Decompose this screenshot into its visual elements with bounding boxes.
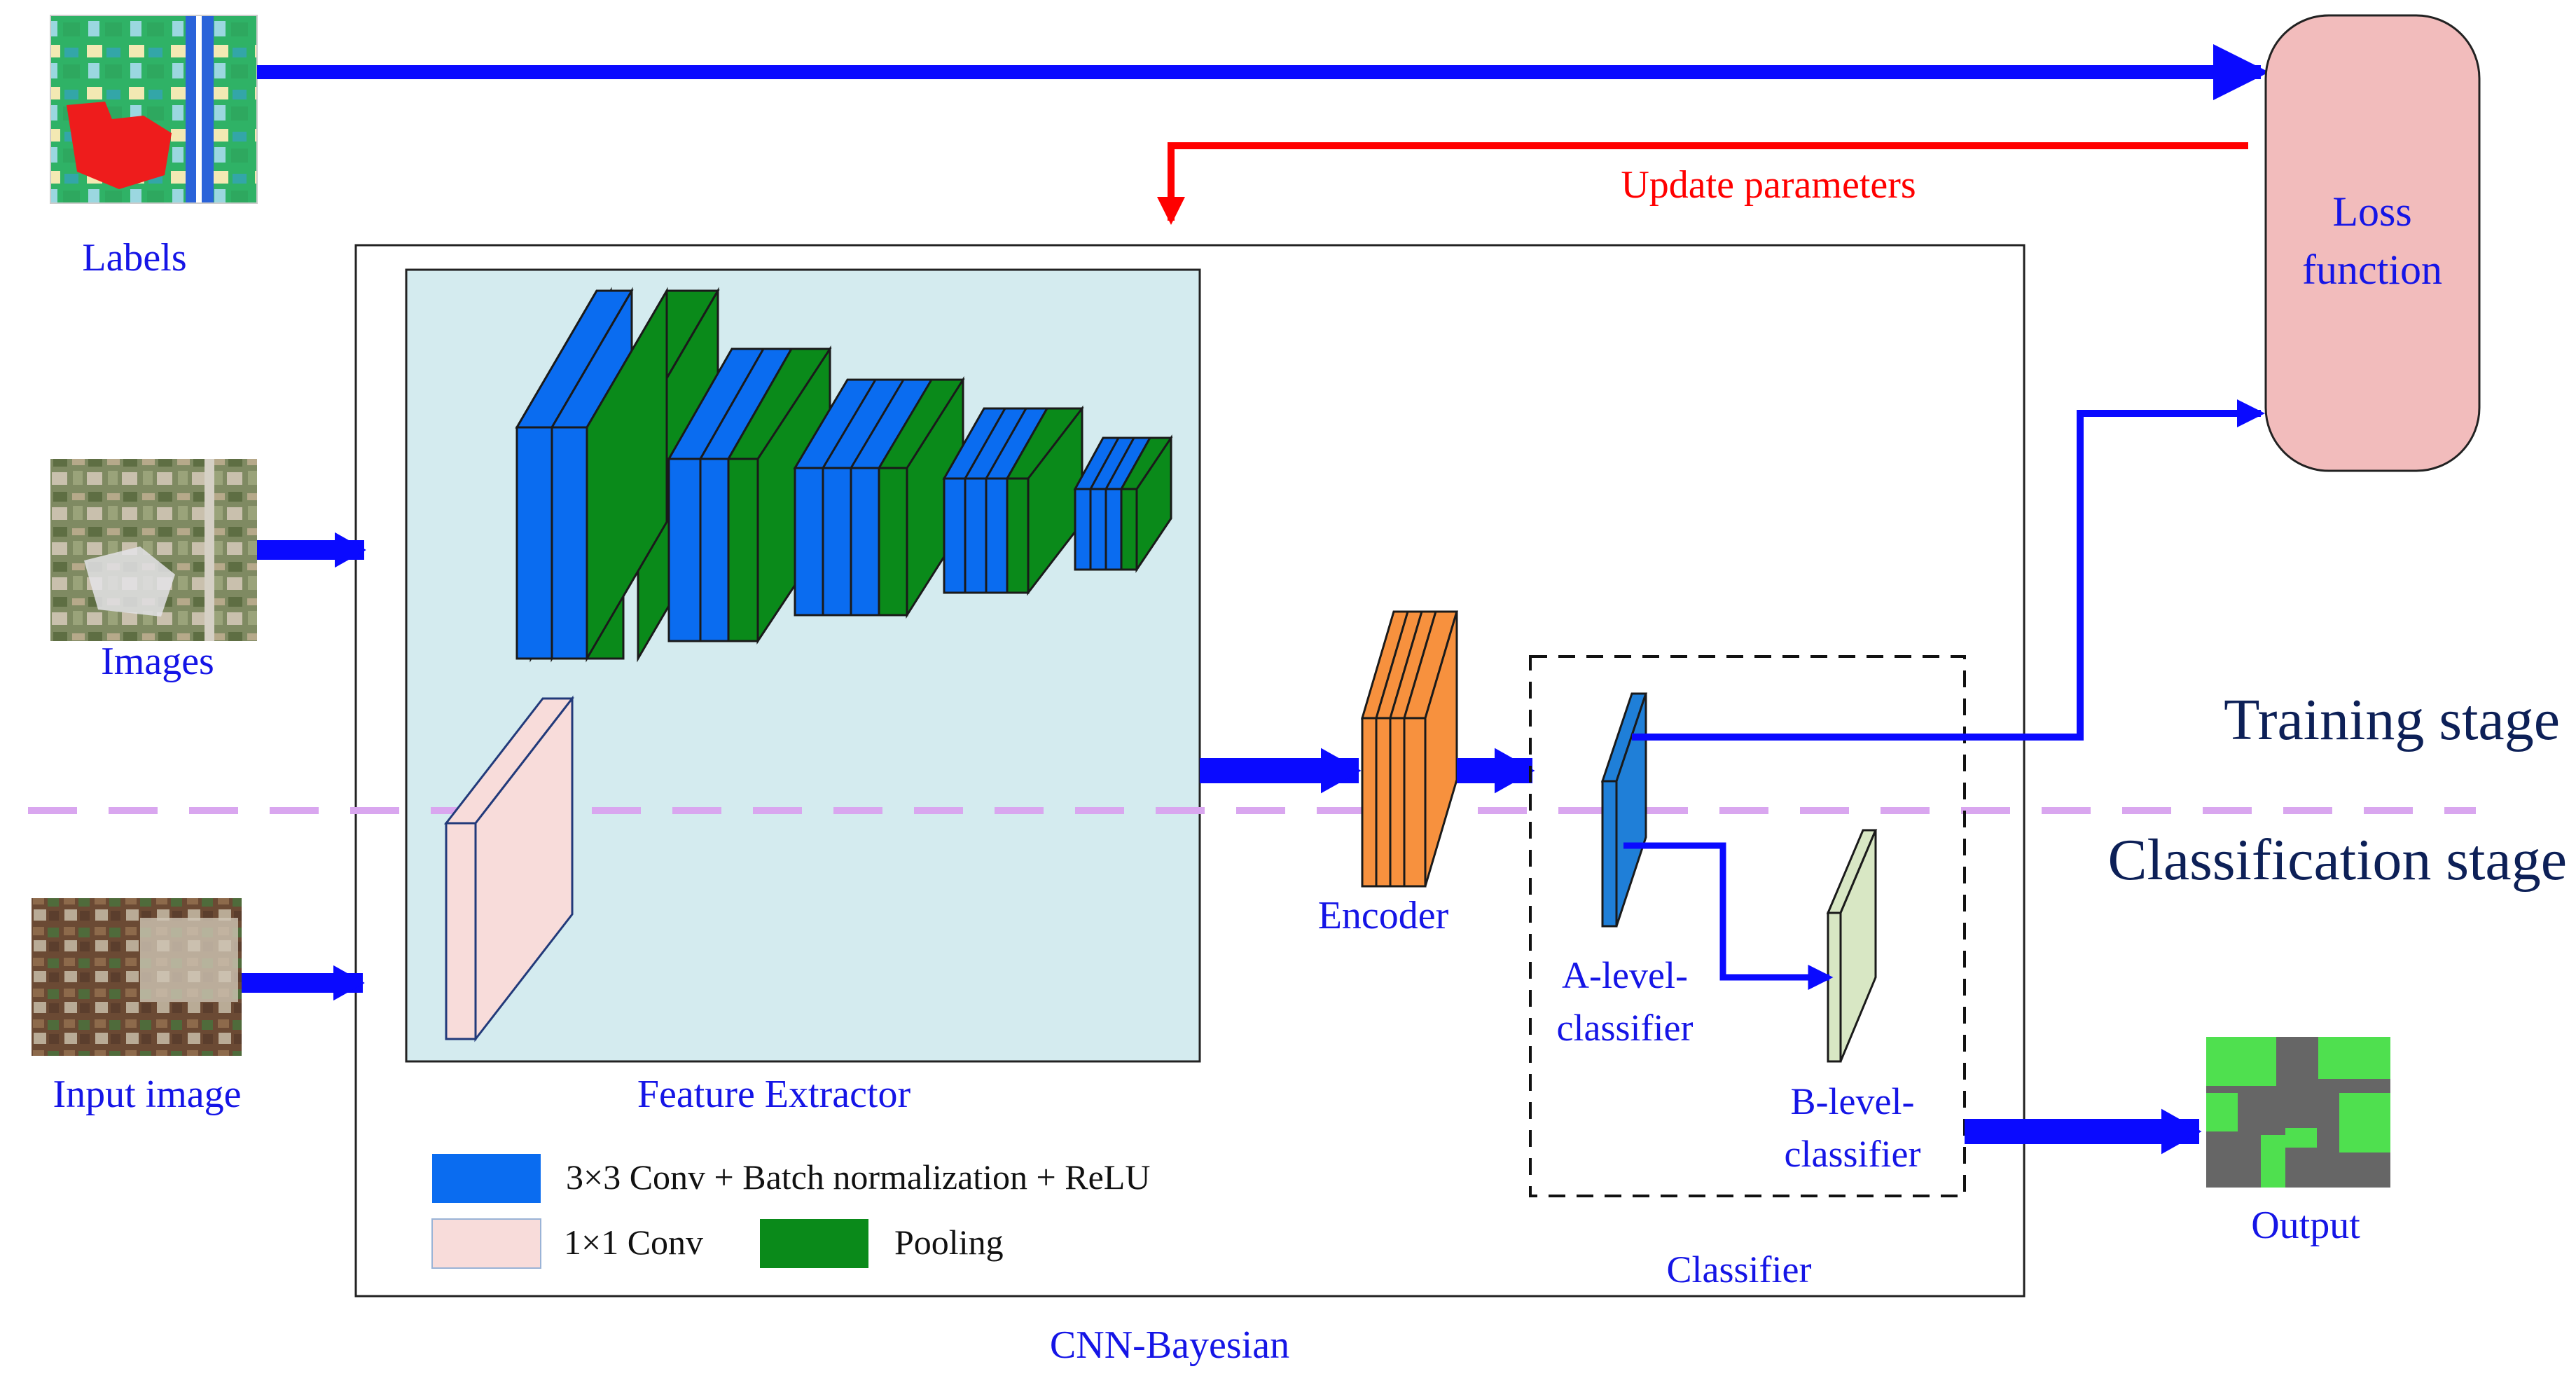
b-level-classifier-block — [1826, 829, 1878, 1063]
loss-function-label-1: Loss — [2332, 188, 2411, 235]
input-image — [32, 898, 242, 1056]
cnn-bayesian-label: CNN-Bayesian — [1050, 1323, 1289, 1367]
images-caption: Images — [101, 640, 214, 683]
conv-block-1 — [515, 287, 720, 663]
update-parameters-arrow — [1157, 142, 2248, 225]
output-image — [2206, 1037, 2390, 1188]
classifier-label: Classifier — [1667, 1248, 1812, 1291]
labels-caption: Labels — [82, 236, 186, 280]
b-level-classifier-label-2: classifier — [1785, 1133, 1921, 1175]
a-classifier-to-loss-arrow — [1632, 399, 2265, 741]
b-level-classifier-label-1: B-level- — [1791, 1080, 1915, 1122]
input-image-caption: Input image — [53, 1073, 241, 1116]
legend-pooling-swatch — [760, 1219, 868, 1268]
legend-conv3-label: 3×3 Conv + Batch normalization + ReLU — [566, 1157, 1150, 1197]
a-to-b-classifier-arrow — [1623, 842, 1834, 990]
a-level-classifier-block — [1600, 692, 1648, 928]
legend-conv3-swatch — [432, 1154, 541, 1203]
conv-block-5 — [1073, 434, 1173, 573]
conv1x1-block — [443, 695, 575, 1042]
training-stage-label: Training stage — [2224, 687, 2560, 752]
classification-stage-label: Classification stage — [2107, 827, 2567, 893]
loss-function-box — [2264, 14, 2481, 472]
a-level-classifier-label-2: classifier — [1557, 1007, 1694, 1049]
labels-image — [50, 15, 258, 204]
output-caption: Output — [2251, 1204, 2360, 1247]
feature-extractor-label: Feature Extractor — [637, 1073, 911, 1116]
legend-pooling-label: Pooling — [894, 1223, 1004, 1262]
encoder-label: Encoder — [1318, 894, 1449, 937]
legend-conv1-swatch — [431, 1218, 541, 1269]
cnn-bayesian-box — [354, 244, 2026, 1298]
loss-function-label-2: function — [2302, 247, 2442, 293]
classifier-box — [1529, 655, 1966, 1197]
encoder-block — [1360, 610, 1459, 888]
legend-conv1-label: 1×1 Conv — [564, 1223, 703, 1262]
images-image — [50, 459, 257, 641]
conv-block-4 — [942, 405, 1084, 596]
conv-block-3 — [793, 376, 965, 619]
update-parameters-label: Update parameters — [1621, 163, 1916, 207]
a-level-classifier-label-1: A-level- — [1562, 954, 1688, 996]
